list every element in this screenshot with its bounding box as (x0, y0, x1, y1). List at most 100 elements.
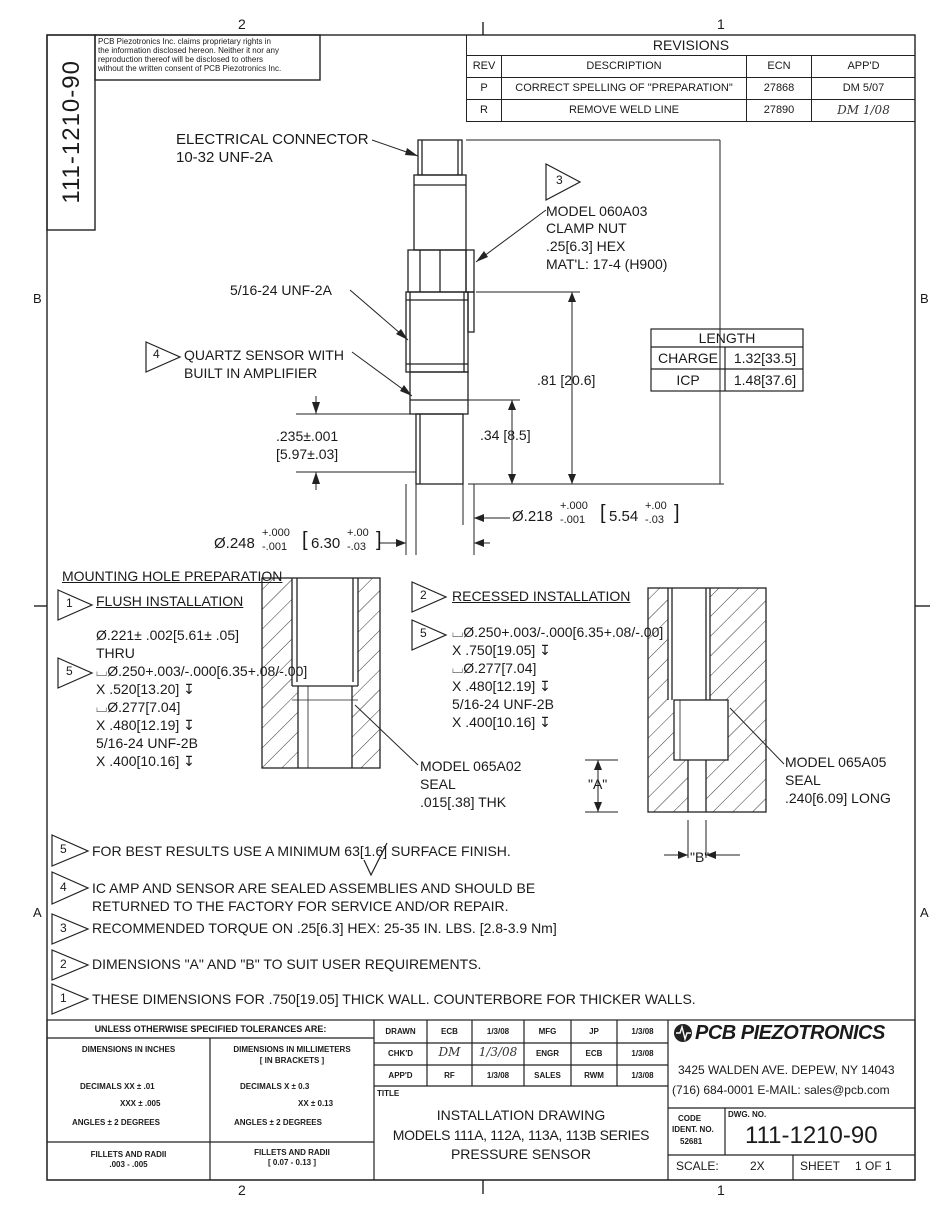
zone-label-b-right: B (920, 291, 929, 306)
quartz-callout-1: QUARTZ SENSOR WITH (184, 347, 344, 363)
note-2-number: 2 (60, 957, 67, 971)
note-flag-2-recessed-label: 2 (420, 588, 427, 602)
mounting-title: MOUNTING HOLE PREPARATION (62, 568, 283, 584)
fillets-inch-2: .003 - .005 (109, 1160, 148, 1169)
note-3-number: 3 (60, 921, 67, 935)
note-flag-5-flush-label: 5 (66, 664, 73, 678)
seal-065a02-callout-2: SEAL (420, 776, 456, 792)
recessed-spec-line: ⌴Ø.277[7.04] (452, 660, 537, 676)
code-label-1: CODE (678, 1114, 702, 1123)
clamp-nut-callout-4: MAT'L: 17-4 (H900) (546, 256, 668, 272)
sheet-label: SHEET (800, 1159, 841, 1173)
length-row-icp-type: ICP (676, 372, 700, 388)
note-4-text: IC AMP AND SENSOR ARE SEALED ASSEMBLIES … (92, 880, 536, 896)
zone-label-bottom-2: 2 (238, 1182, 246, 1198)
zone-label-top-2: 2 (238, 16, 246, 32)
code-label-2: IDENT. NO. (672, 1125, 714, 1134)
quartz-callout-2: BUILT IN AMPLIFIER (184, 365, 318, 381)
flush-spec-line: ⌴Ø.250+.003/-.000[6.35+.08/-.00] (96, 663, 308, 679)
length-table-title: LENGTH (698, 330, 756, 346)
company-name: PCB PIEZOTRONICS (695, 1022, 885, 1044)
note-3-text: RECOMMENDED TORQUE ON .25[6.3] HEX: 25-3… (92, 920, 557, 936)
pcb-logo-mark (674, 1024, 692, 1042)
length-row-charge-value: 1.32[33.5] (733, 350, 797, 366)
dim-b-label: "B" (690, 849, 710, 865)
note-1-number: 1 (60, 991, 67, 1005)
dim-a-label: "A" (588, 776, 608, 792)
recessed-spec-line: ⌴Ø.250+.003/-.000[6.35+.08/-.00] (452, 624, 664, 640)
zone-label-a-right: A (920, 905, 929, 920)
flush-spec-line: ⌴Ø.277[7.04] (96, 699, 181, 715)
note-5-text: FOR BEST RESULTS USE A MINIMUM 63[1.6] S… (92, 843, 511, 859)
zone-label-bottom-1: 1 (717, 1182, 725, 1198)
mm-header-2: [ IN BRACKETS ] (259, 1056, 325, 1065)
flush-spec-line: Ø.221± .002[5.61± .05] (96, 627, 240, 643)
length-row-icp-value: 1.48[37.6] (733, 372, 797, 388)
clamp-nut-callout-3: .25[6.3] HEX (546, 238, 626, 254)
recessed-spec-line: X .400[10.16] ↧ (452, 714, 551, 730)
flush-spec-line: X .520[13.20] ↧ (96, 681, 195, 697)
revisions-title: REVISIONS (466, 35, 915, 56)
drawing-title-2: MODELS 111A, 112A, 113A, 113B SERIES (392, 1127, 650, 1143)
seal-065a05-callout-2: SEAL (785, 772, 821, 788)
company-address: 3425 WALDEN AVE. DEPEW, NY 14043 (678, 1063, 895, 1077)
mm-decimals-2: XX ± 0.13 (298, 1099, 334, 1108)
recessed-spec-line: X .480[12.19] ↧ (452, 678, 551, 694)
inch-angles: ANGLES ± 2 DEGREES (72, 1118, 160, 1127)
rev-header-ecn: ECN (746, 54, 812, 78)
seal-065a02-callout-1: MODEL 065A02 (420, 758, 522, 774)
note-flag-5-recessed-label: 5 (420, 626, 427, 640)
inch-header: DIMENSIONS IN INCHES (81, 1045, 176, 1054)
dim-81: .81 [20.6] (537, 372, 596, 388)
seal-065a02-callout-3: .015[.38] THK (420, 794, 507, 810)
note-1-text: THESE DIMENSIONS FOR .750[19.05] THICK W… (92, 991, 696, 1007)
recessed-spec-line: X .750[19.05] ↧ (452, 642, 551, 658)
side-drawing-number: 111-1210-90 (58, 60, 86, 204)
thread-callout: 5/16-24 UNF-2A (230, 282, 332, 298)
rev-header-rev: REV (466, 54, 502, 78)
company-phone: (716) 684-0001 E-MAIL: sales@pcb.com (672, 1083, 890, 1097)
drawing-title-3: PRESSURE SENSOR (450, 1146, 592, 1162)
rev-header-appd: APP'D (811, 54, 915, 78)
note-flag-4-label: 4 (153, 347, 160, 361)
mm-header-1: DIMENSIONS IN MILLIMETERS (233, 1045, 351, 1054)
drawing-title-1: INSTALLATION DRAWING (436, 1107, 606, 1123)
tolerances-header: UNLESS OTHERWISE SPECIFIED TOLERANCES AR… (94, 1024, 327, 1034)
fillets-inch-1: FILLETS AND RADII (90, 1150, 167, 1159)
mm-angles: ANGLES ± 2 DEGREES (234, 1118, 322, 1127)
note-4-number: 4 (60, 880, 67, 894)
dim-34: .34 [8.5] (480, 427, 531, 443)
fillets-mm-1: FILLETS AND RADII (254, 1148, 330, 1157)
fillets-mm-2: [ 0.07 - 0.13 ] (267, 1158, 317, 1167)
note-2-text: DIMENSIONS "A" AND "B" TO SUIT USER REQU… (92, 956, 482, 972)
clamp-nut-callout-2: CLAMP NUT (546, 220, 627, 236)
clamp-nut-callout-1: MODEL 060A03 (546, 203, 648, 219)
flush-spec-line: 5/16-24 UNF-2B (96, 735, 198, 751)
note-flag-3-label: 3 (556, 173, 563, 187)
revisions-table: REVISIONS REV DESCRIPTION ECN APP'D P CO… (466, 35, 915, 122)
mm-decimals-1: DECIMALS X ± 0.3 (240, 1082, 310, 1091)
dwg-no-value: 111-1210-90 (745, 1122, 878, 1149)
scale-value: 2X (750, 1159, 765, 1173)
note-4-text-2: RETURNED TO THE FACTORY FOR SERVICE AND/… (92, 898, 509, 914)
proprietary-notice: PCB Piezotronics Inc. claims proprietary… (98, 37, 282, 73)
flush-installation-title: FLUSH INSTALLATION (96, 593, 244, 609)
rev-header-description: DESCRIPTION (501, 54, 747, 78)
connector-callout-2: 10-32 UNF-2A (176, 149, 273, 166)
flush-spec-line: X .400[10.16] ↧ (96, 753, 195, 769)
revision-row: R REMOVE WELD LINE 27890 DM 1/08 (466, 98, 915, 122)
scale-label: SCALE: (676, 1159, 719, 1173)
code-value: 52681 (680, 1137, 703, 1146)
zone-label-top-1: 1 (717, 16, 725, 32)
inch-decimals-2: XXX ± .005 (120, 1099, 161, 1108)
seal-065a05-callout-1: MODEL 065A05 (785, 754, 887, 770)
length-row-charge-type: CHARGE (658, 350, 718, 366)
inch-decimals-1: DECIMALS XX ± .01 (80, 1082, 155, 1091)
flush-spec-line: THRU (96, 645, 135, 661)
revision-row: P CORRECT SPELLING OF "PREPARATION" 2786… (466, 76, 915, 100)
note-flag-1-flush-label: 1 (66, 596, 73, 610)
dwg-no-label: DWG. NO. (728, 1110, 767, 1119)
zone-label-b-left: B (33, 291, 42, 306)
recessed-spec-line: 5/16-24 UNF-2B (452, 696, 554, 712)
